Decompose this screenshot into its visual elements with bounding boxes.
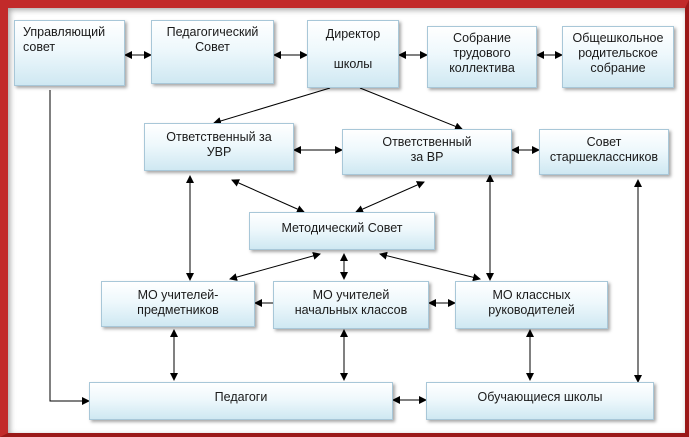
node-label-line xyxy=(308,42,398,57)
node-label-line: Ответственный за xyxy=(166,130,272,144)
node-label-line: начальных классов xyxy=(294,303,408,317)
node-director: Директор школы xyxy=(307,20,399,88)
node-label-line: трудового xyxy=(453,46,511,60)
node-label-line: за ВР xyxy=(410,150,444,164)
node-pedagogi: Педагоги xyxy=(89,382,393,420)
node-label-line: МО учителей xyxy=(312,288,390,302)
node-label-line: Совет xyxy=(586,135,622,149)
node-label-line: Обучающиеся школы xyxy=(477,390,603,404)
node-label-line: собрание xyxy=(590,61,646,75)
arrow-vr-metod xyxy=(355,181,425,213)
node-label-line: совет xyxy=(23,40,56,54)
node-label-line: Педагоги xyxy=(214,390,268,404)
node-label-line: руководителей xyxy=(488,303,575,317)
arrow-director-vr xyxy=(359,87,463,131)
node-obuch: Обучающиеся школы xyxy=(426,382,654,420)
node-label-line: УВР xyxy=(206,145,232,159)
node-label-line: Общешкольное xyxy=(572,31,664,45)
node-metod-sovet: Методический Совет xyxy=(249,212,435,250)
node-label-line: Собрание xyxy=(453,31,511,45)
node-label-line: предметников xyxy=(137,303,219,317)
node-label-line: старшеклассников xyxy=(549,150,659,164)
node-label-line: Педагогический xyxy=(166,25,259,39)
node-label-line: МО учителей- xyxy=(137,288,219,302)
node-label-line: Методический Совет xyxy=(281,221,403,235)
arrow-uvr-metod xyxy=(231,179,305,213)
arrow-metod-mo-predm xyxy=(229,252,321,281)
arrow-director-uvr xyxy=(213,87,331,125)
node-label-line: школы xyxy=(333,57,373,71)
node-label-line: коллектива xyxy=(449,61,515,75)
node-label-line: Директор xyxy=(325,27,381,41)
node-label-line: Управляющий xyxy=(23,25,106,39)
node-label-line: МО классных xyxy=(492,288,571,302)
arrow-upravl-pedagogi xyxy=(49,90,90,405)
arrow-metod-mo-klass xyxy=(379,251,481,282)
node-label-line: родительское xyxy=(578,46,658,60)
node-mo-predm: МО учителей-предметников xyxy=(101,281,255,327)
node-label-line: Совет xyxy=(195,40,230,54)
node-label-line: Ответственный xyxy=(382,135,472,149)
